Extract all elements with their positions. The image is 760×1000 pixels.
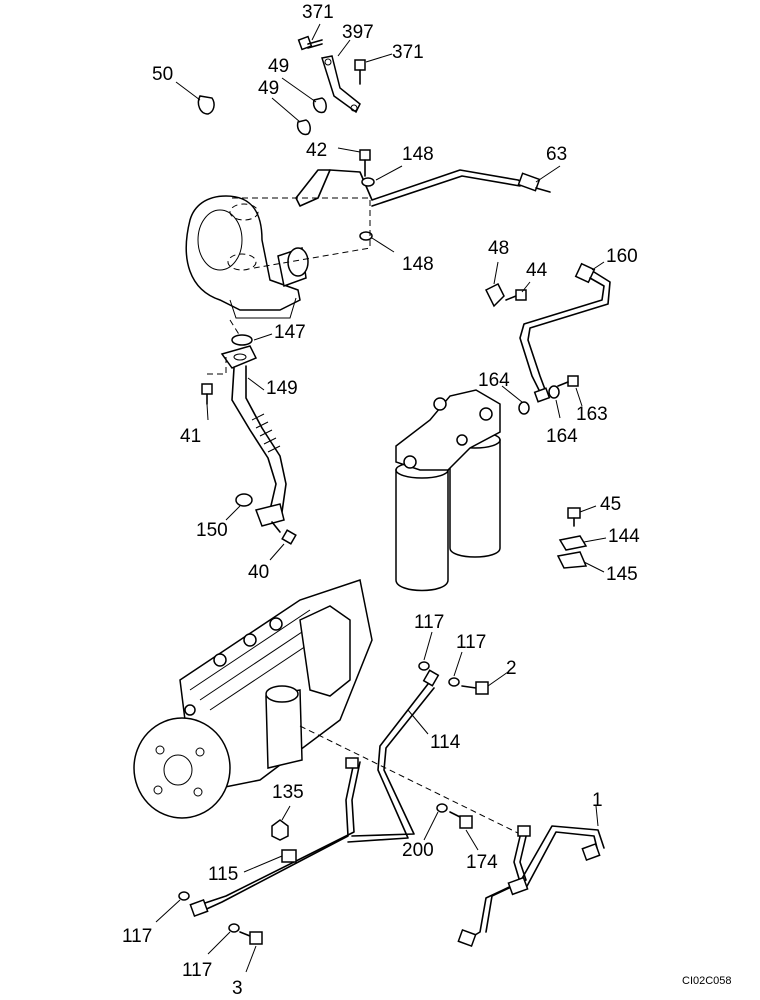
pipe-160 (519, 262, 611, 403)
callout-150: 150 (196, 520, 228, 541)
washer-164-b (548, 385, 560, 399)
callout-163: 163 (576, 404, 608, 425)
plate-144 (558, 535, 588, 551)
bolt-42 (359, 149, 371, 177)
centerline-pump (299, 725, 521, 835)
centerline-41 (207, 354, 227, 375)
nut-135 (271, 819, 289, 841)
callout-200: 200 (402, 840, 434, 861)
callout-148-b: 148 (402, 254, 434, 275)
oring-147 (231, 334, 253, 346)
turbocharger (185, 195, 309, 319)
callout-148-a: 148 (402, 144, 434, 165)
callout-63: 63 (546, 144, 567, 165)
callout-117-d: 117 (182, 960, 212, 981)
clip-49-b (312, 97, 327, 114)
clip-49-a (296, 119, 311, 136)
callout-115: 115 (208, 864, 238, 885)
washer-117-d (228, 923, 240, 933)
callout-164-b: 164 (546, 426, 578, 447)
bolt-371-right (354, 59, 366, 85)
callout-174: 174 (466, 852, 498, 873)
callout-2: 2 (506, 658, 517, 679)
pipe-149 (220, 345, 287, 527)
callout-114: 114 (430, 732, 461, 753)
washer-117-b (448, 677, 460, 687)
callout-117-c: 117 (122, 926, 152, 947)
clip-48 (484, 282, 505, 308)
pipe-1 (457, 825, 605, 947)
injection-pump (133, 579, 373, 819)
callout-371-top: 371 (302, 2, 334, 23)
callout-42: 42 (306, 140, 327, 161)
leader-lines (155, 23, 607, 973)
pipe-114 (347, 669, 440, 843)
washer-148-a (361, 177, 375, 187)
bolt-40 (271, 521, 297, 545)
bolt-371-top (297, 35, 323, 51)
callout-371-right: 371 (392, 42, 424, 63)
oring-150 (235, 493, 253, 507)
pipe-115 (189, 757, 361, 917)
callout-41: 41 (180, 426, 201, 447)
callout-160: 160 (606, 246, 638, 267)
callout-40: 40 (248, 562, 269, 583)
callout-45: 45 (600, 494, 621, 515)
callout-117-a: 117 (414, 612, 444, 633)
bracket-397 (321, 55, 361, 114)
washer-164-a (518, 401, 530, 415)
fuel-filter (395, 389, 501, 592)
centerline-turbo-down (229, 319, 241, 337)
callout-49-a: 49 (268, 56, 289, 77)
washer-117-a (418, 661, 430, 671)
bolt-45 (567, 507, 581, 527)
callout-147: 147 (274, 322, 306, 343)
bolt-3 (239, 931, 263, 945)
callout-149: 149 (266, 378, 298, 399)
drawing-code: CI02C058 (682, 975, 732, 987)
pipe-63 (295, 169, 551, 207)
callout-50: 50 (152, 64, 173, 85)
bolt-44 (505, 289, 527, 301)
callout-3: 3 (232, 978, 243, 999)
clamp-115 (281, 849, 297, 863)
bolt-2 (461, 681, 489, 695)
callout-397: 397 (342, 22, 374, 43)
bolt-163 (557, 375, 579, 387)
bolt-174 (449, 811, 473, 829)
callout-49-b: 49 (258, 78, 279, 99)
callout-164-a: 164 (478, 370, 510, 391)
callout-145: 145 (606, 564, 638, 585)
callout-135: 135 (272, 782, 304, 803)
callout-1: 1 (592, 790, 603, 811)
washer-200 (436, 803, 448, 813)
callout-144: 144 (608, 526, 640, 547)
centerline-turbo-pipe (232, 197, 371, 269)
bolt-41 (201, 383, 213, 405)
callout-44: 44 (526, 260, 548, 281)
callout-117-b: 117 (456, 632, 486, 653)
washer-117-c (178, 891, 190, 901)
washer-148-b (359, 231, 373, 241)
clip-50 (197, 95, 215, 115)
callout-48: 48 (488, 238, 509, 259)
plate-145 (556, 551, 588, 569)
